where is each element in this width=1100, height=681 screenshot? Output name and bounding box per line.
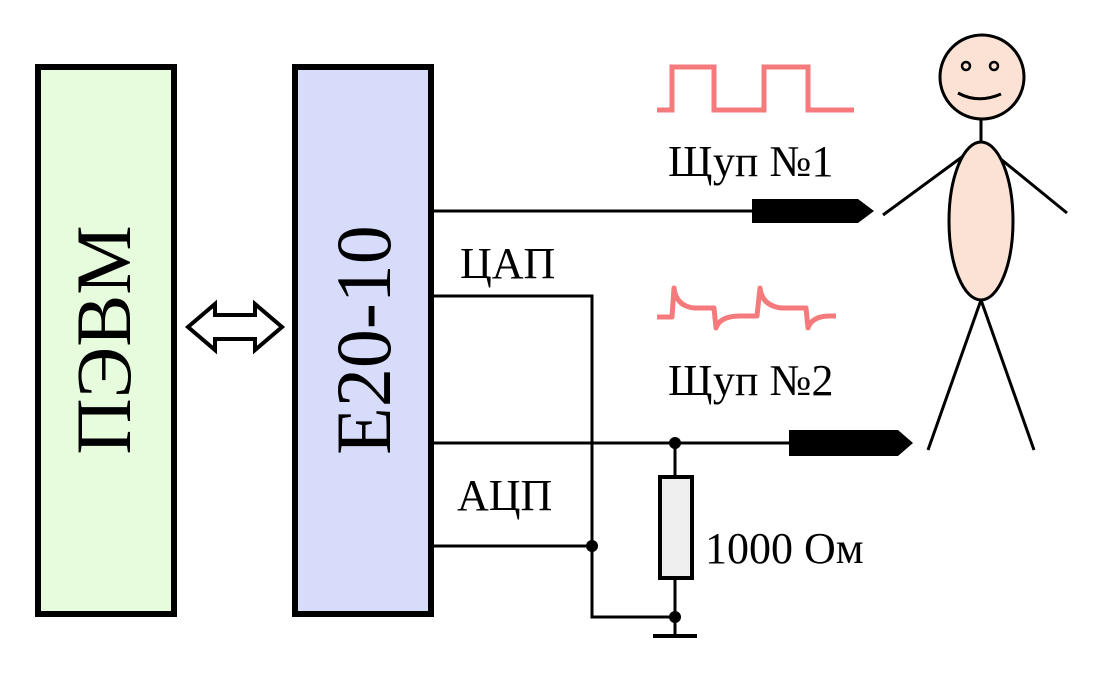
resistor-body xyxy=(658,475,694,580)
wires xyxy=(431,209,790,635)
junction-dot xyxy=(669,611,681,623)
person-body xyxy=(947,140,1015,302)
double-arrow-icon xyxy=(184,299,286,355)
dac-wire xyxy=(431,294,675,619)
probe-tip-icon xyxy=(789,430,913,456)
probe-tip-icon xyxy=(752,199,874,223)
adc-label: АЦП xyxy=(457,471,552,520)
pc-label: ПЭВМ xyxy=(60,225,147,454)
junction-dot xyxy=(669,437,681,449)
dac-label: ЦАП xyxy=(460,239,555,288)
probe1-label: Щуп №1 xyxy=(668,137,833,186)
device-label: E20-10 xyxy=(320,225,407,455)
pulse-wave-icon xyxy=(657,285,836,331)
junction-dot xyxy=(586,540,598,552)
square-wave-icon xyxy=(657,64,854,113)
pc-block: ПЭВМ xyxy=(35,64,177,617)
device-block: E20-10 xyxy=(292,64,434,617)
junctions xyxy=(586,437,681,623)
person-head xyxy=(938,33,1026,121)
device-block-rect xyxy=(292,64,434,617)
person-mouth xyxy=(957,91,1002,101)
person-right-leg xyxy=(979,299,1036,451)
person-eye xyxy=(960,60,972,72)
person-left-leg xyxy=(926,299,983,451)
resistor-label: 1000 Ом xyxy=(705,524,864,573)
probe2-label: Щуп №2 xyxy=(668,356,833,405)
pc-block-rect xyxy=(35,64,177,617)
resistor: 1000 Ом xyxy=(658,475,864,580)
stick-figure-icon xyxy=(882,33,1068,451)
person-eye xyxy=(988,60,1000,72)
